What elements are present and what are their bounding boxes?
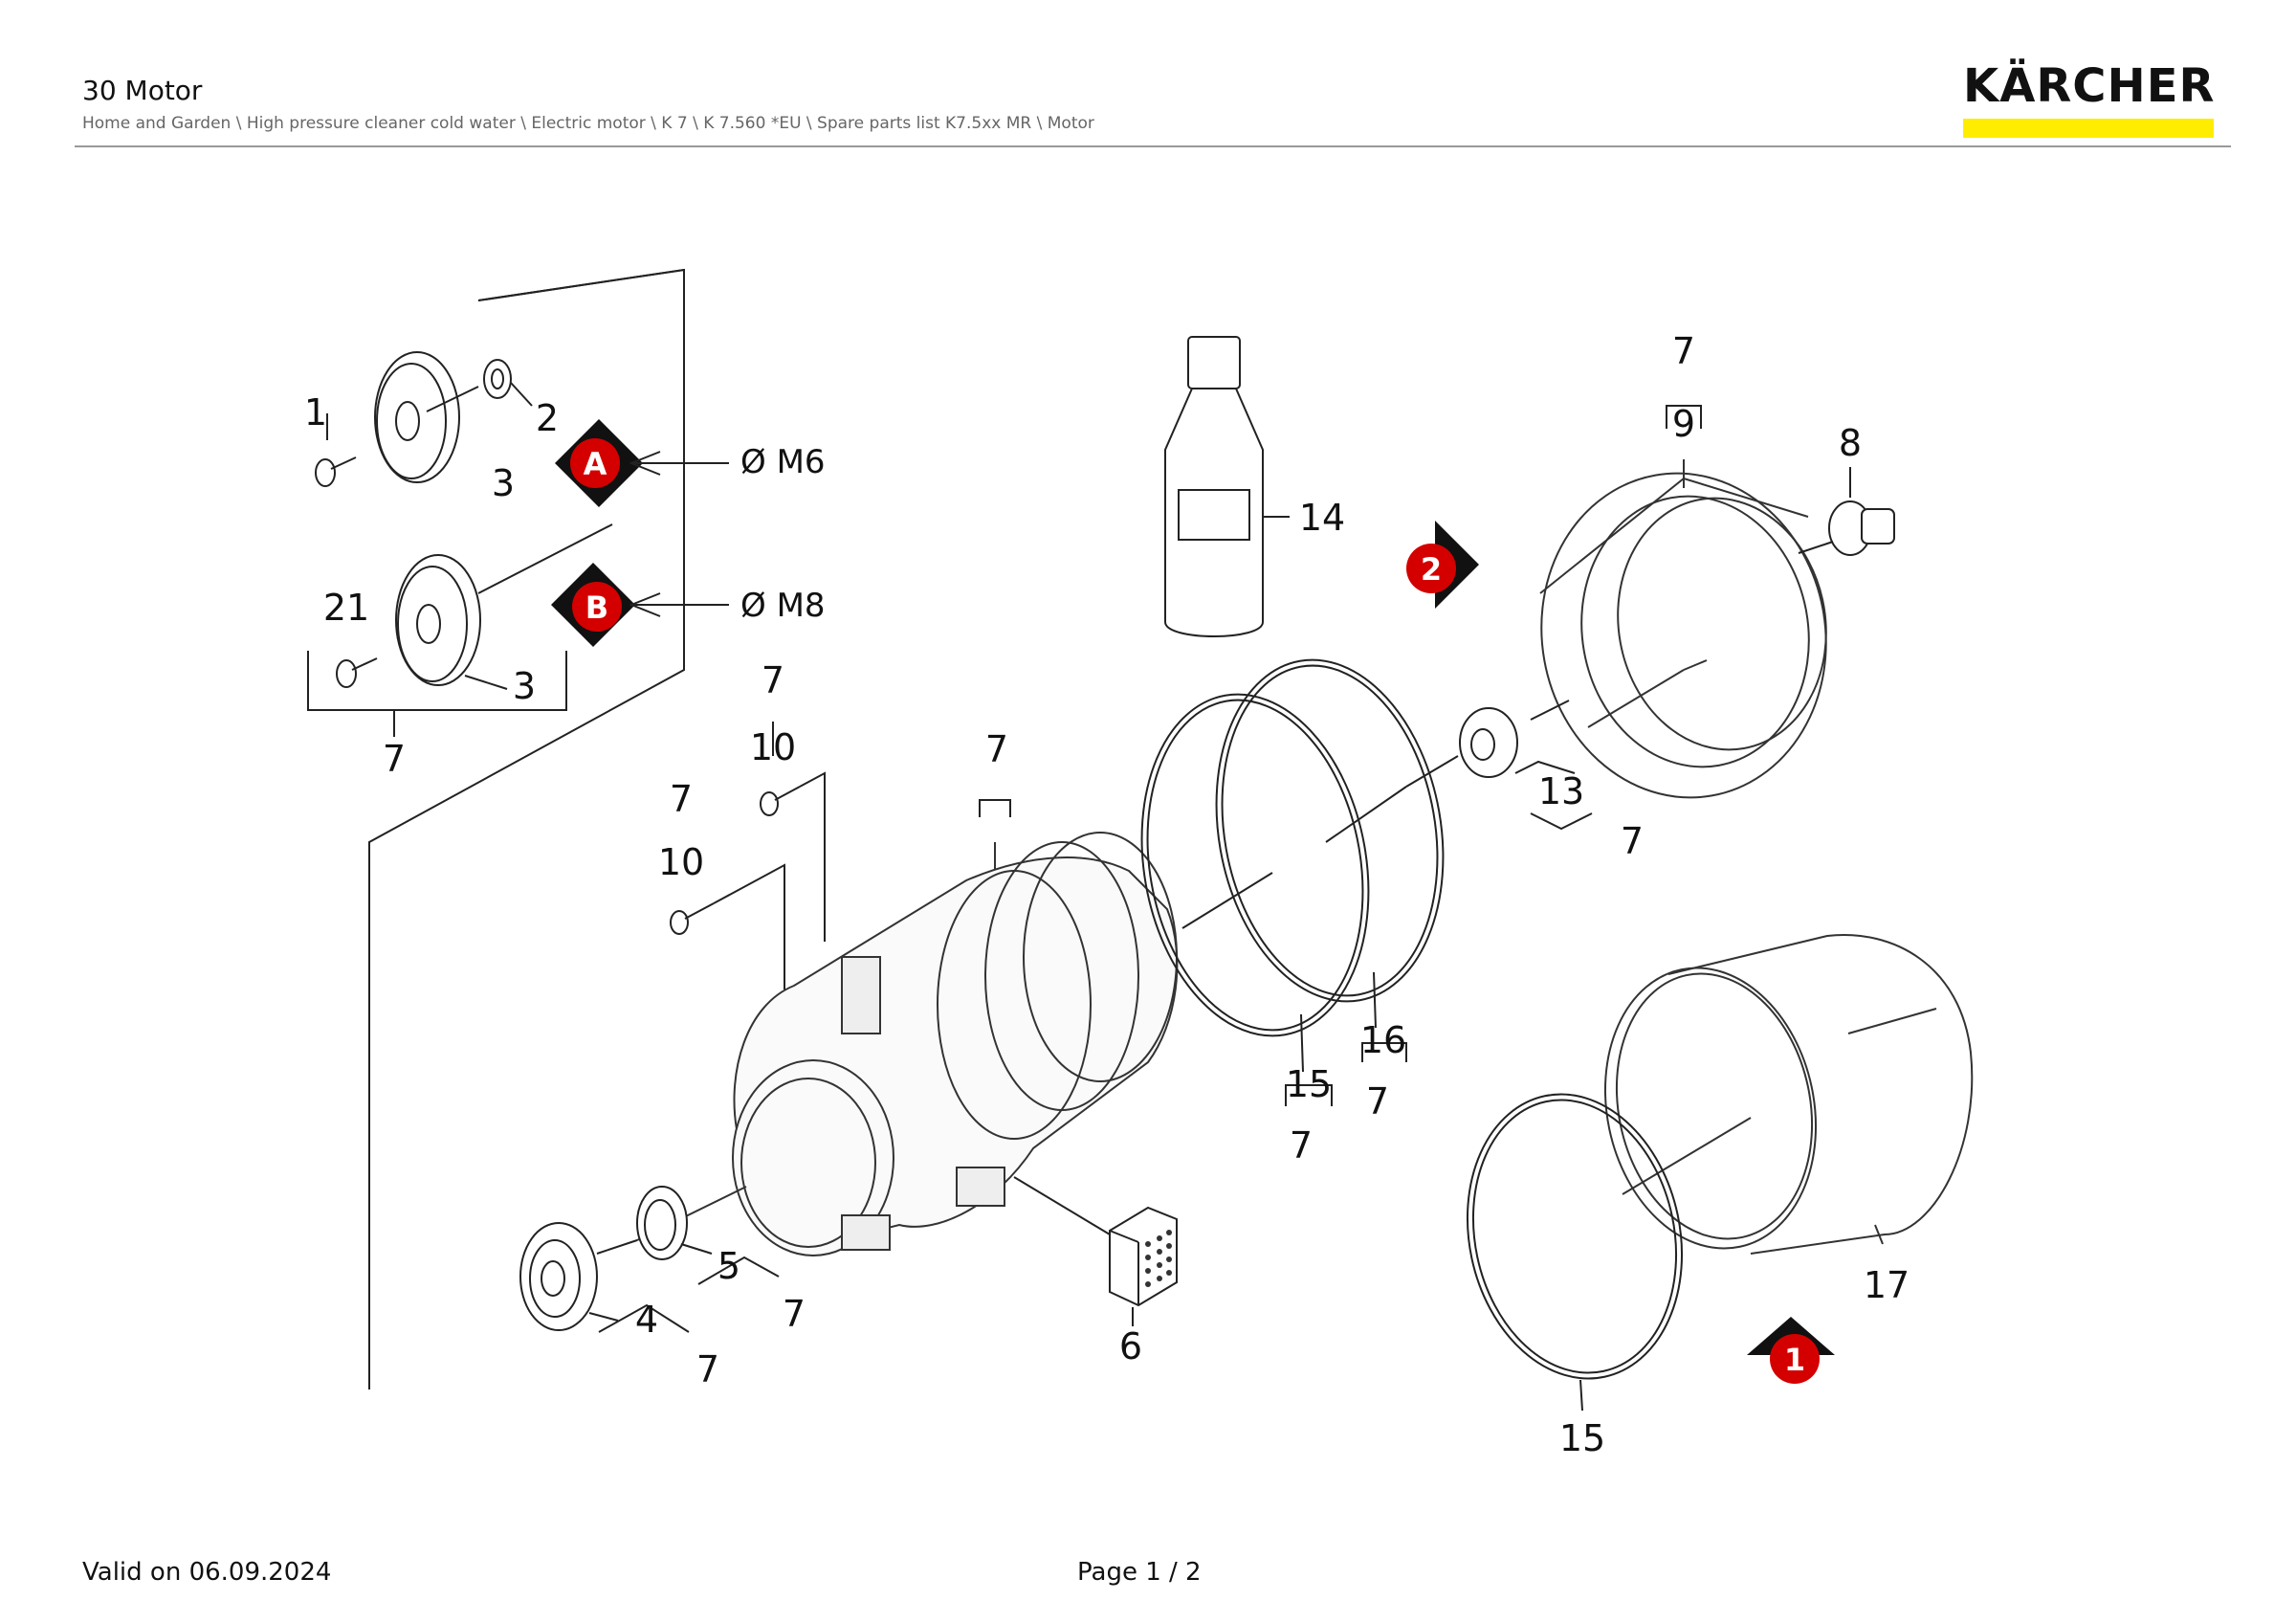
label-motor-7: 7 xyxy=(985,728,1008,770)
filter-part-6 xyxy=(1013,1176,1178,1326)
label-part-2: 2 xyxy=(536,397,559,439)
label-part-15b: 15 xyxy=(1559,1417,1605,1459)
washer-part-3b xyxy=(395,523,613,690)
brand-name: KÄRCHER xyxy=(1963,59,2216,113)
housing-bracket xyxy=(1666,405,1702,429)
washer-part-3a xyxy=(374,351,479,483)
marker-one: 1 xyxy=(1747,1317,1835,1384)
motor-unit xyxy=(636,832,1179,1256)
label-part-5: 5 xyxy=(718,1245,740,1287)
breadcrumb: Home and Garden \ High pressure cleaner … xyxy=(82,114,1094,133)
marker-a-label: A xyxy=(584,446,607,482)
label-part-7-4: 7 xyxy=(696,1348,719,1390)
cover-part-17 xyxy=(1603,934,1974,1255)
seal-part-5 xyxy=(636,1186,780,1285)
page-header: 30 Motor Home and Garden \ High pressure… xyxy=(82,75,2235,133)
label-part-3b: 3 xyxy=(513,665,536,707)
screw-part-1 xyxy=(315,413,357,487)
bearing-part-4 xyxy=(519,1222,690,1333)
label-group-7: 7 xyxy=(383,738,406,780)
marker-a: A xyxy=(555,419,729,507)
screw-part-10a xyxy=(760,722,826,942)
header-divider xyxy=(75,145,2231,147)
label-part-1: 1 xyxy=(304,391,327,434)
label-part-17: 17 xyxy=(1864,1264,1910,1306)
label-part-21: 21 xyxy=(323,587,369,629)
label-part-8: 8 xyxy=(1839,422,1862,464)
oil-bottle-part-14 xyxy=(1164,336,1290,637)
o-ring-part-16 xyxy=(1215,658,1445,1029)
label-part-10a: 10 xyxy=(750,726,796,768)
label-part-3a: 3 xyxy=(492,462,515,504)
brand-bar xyxy=(1963,119,2214,138)
label-part-7-13: 7 xyxy=(1621,820,1644,862)
label-part-10b: 10 xyxy=(658,841,704,883)
screw-part-21 xyxy=(336,657,378,688)
label-part-15a: 15 xyxy=(1286,1063,1332,1105)
validity-date: Valid on 06.09.2024 xyxy=(82,1558,332,1587)
label-part-6: 6 xyxy=(1119,1325,1142,1367)
label-part-4: 4 xyxy=(635,1299,658,1341)
variant-a-label: Ø M6 xyxy=(740,443,826,481)
page-title: 30 Motor xyxy=(82,75,203,106)
label-part-7-10a: 7 xyxy=(762,659,784,701)
bracket-group xyxy=(307,651,567,711)
ring-part-2 xyxy=(483,359,533,407)
brand-logo: KÄRCHER xyxy=(1963,63,2214,138)
o-ring-part-15b xyxy=(1466,1093,1684,1412)
label-part-7-16: 7 xyxy=(1366,1080,1389,1123)
variant-b-label: Ø M8 xyxy=(740,587,826,625)
o-ring-part-15a xyxy=(1140,693,1407,1073)
housing-part-9 xyxy=(1539,459,1827,799)
page-number: Page 1 / 2 xyxy=(1077,1558,1202,1587)
label-part-16: 16 xyxy=(1360,1019,1406,1061)
bracket-13 xyxy=(1530,812,1593,831)
label-part-7-10b: 7 xyxy=(670,778,693,820)
label-part-9: 9 xyxy=(1672,403,1695,445)
plug-part-8 xyxy=(1798,467,1895,556)
label-part-7-15: 7 xyxy=(1290,1124,1313,1167)
marker-b: B xyxy=(551,563,729,647)
marker-two: 2 xyxy=(1406,521,1479,609)
label-top-7: 7 xyxy=(1672,330,1695,372)
motor-bracket xyxy=(979,799,1011,817)
screw-part-10b xyxy=(670,863,785,989)
label-part-7-5: 7 xyxy=(783,1293,806,1335)
bearing-part-13 xyxy=(1405,700,1576,788)
marker-b-label: B xyxy=(585,589,608,626)
marker-one-label: 1 xyxy=(1784,1342,1805,1378)
label-part-14: 14 xyxy=(1299,497,1345,539)
bracket-15 xyxy=(1285,1084,1333,1106)
bracket-16 xyxy=(1361,1042,1407,1062)
marker-two-label: 2 xyxy=(1421,551,1442,588)
label-part-13: 13 xyxy=(1538,770,1584,812)
